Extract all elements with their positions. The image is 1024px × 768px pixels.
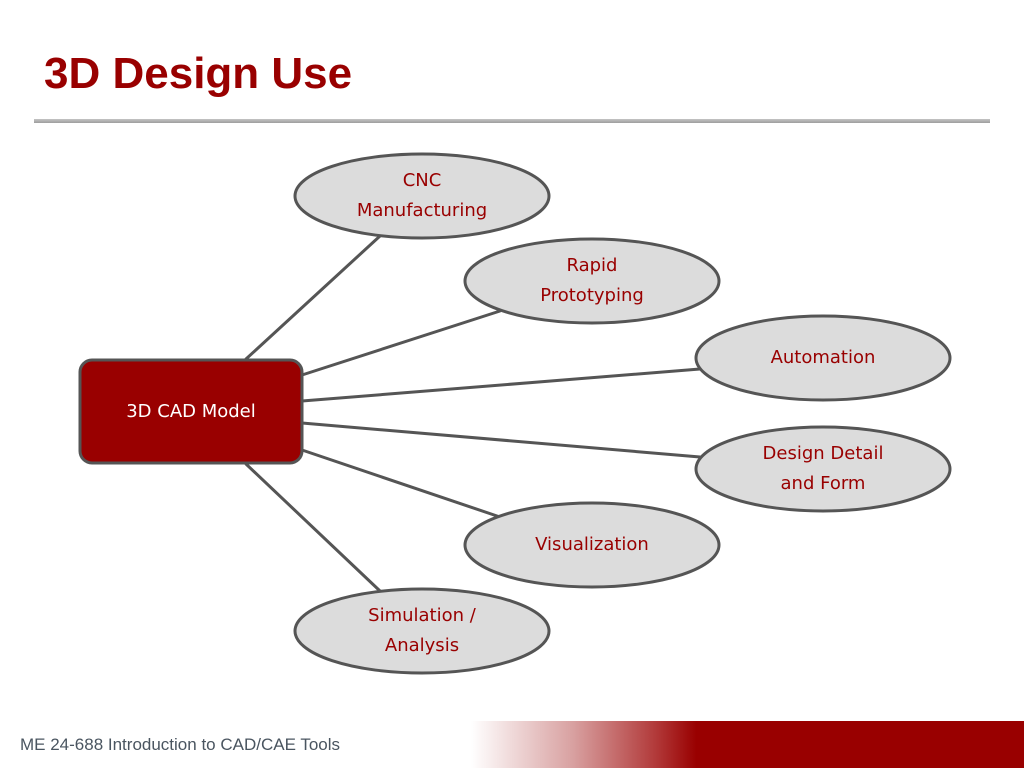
node-label-cnc-manufacturing: CNC Manufacturing — [356, 170, 488, 221]
hub-label: 3D CAD Model — [126, 401, 256, 422]
connector-cnc-manufacturing — [244, 234, 382, 361]
connector-automation — [300, 367, 702, 403]
connector-visualization — [300, 448, 502, 519]
node-label-simulation-analysis: Simulation / Analysis — [368, 605, 476, 656]
node-cnc-manufacturing — [293, 152, 551, 240]
node-label-design-detail-and-form: Design Detail and Form — [762, 443, 884, 494]
footer-band — [0, 721, 1024, 768]
hub-node — [78, 358, 304, 465]
node-label-visualization: Visualization — [535, 534, 649, 555]
node-label-automation: Automation — [770, 347, 876, 368]
title-divider — [34, 119, 990, 123]
node-simulation-analysis — [293, 587, 551, 675]
connector-rapid-prototyping — [300, 309, 502, 377]
slide-title: 3D Design Use — [44, 49, 353, 98]
connector-simulation-analysis — [244, 462, 382, 593]
node-rapid-prototyping — [463, 237, 721, 325]
footer-course-title: ME 24-688 Introduction to CAD/CAE Tools — [20, 735, 341, 754]
node-automation — [694, 314, 952, 402]
node-label-rapid-prototyping: Rapid Prototyping — [540, 255, 644, 306]
node-design-detail-and-form — [694, 425, 952, 513]
connector-design-detail-and-form — [300, 421, 702, 459]
node-visualization — [463, 501, 721, 589]
